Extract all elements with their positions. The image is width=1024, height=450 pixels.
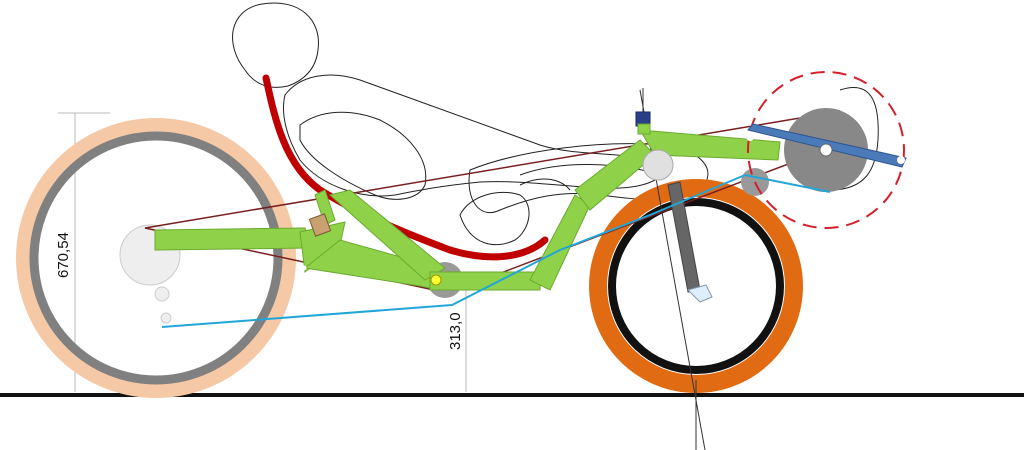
rear-idler-small <box>160 312 172 324</box>
rider-head <box>232 2 319 88</box>
rear-tire <box>16 118 296 398</box>
headset-spacer <box>637 123 651 135</box>
fork-crown <box>642 149 674 181</box>
front-dropout <box>687 284 713 303</box>
boom-tube <box>639 129 781 161</box>
rear-shock-spring <box>308 213 332 237</box>
derailleur-cable <box>161 173 831 328</box>
dimension-label-rear-height: 670,54 <box>55 232 72 278</box>
crank-rotation-circle <box>747 71 905 229</box>
rear-cog-small <box>154 286 170 302</box>
swingarm-pivot-dot <box>301 265 307 271</box>
rear-swingarm <box>154 227 311 251</box>
rider-arm <box>459 191 530 246</box>
front-rim <box>608 198 784 374</box>
rear-rim <box>29 131 283 385</box>
rider-torso <box>282 74 663 197</box>
main-frame-bottom <box>429 271 541 291</box>
pedal-left <box>746 133 754 141</box>
steering-axis-line <box>639 89 706 450</box>
main-frame-rear-upright <box>328 189 446 281</box>
crank-spindle <box>819 143 833 157</box>
main-pivot-yellow <box>430 274 442 286</box>
rider-seat-inner <box>299 111 427 200</box>
dimension-label-seat-height: 313,0 <box>447 312 464 350</box>
pedal-right <box>897 156 905 164</box>
